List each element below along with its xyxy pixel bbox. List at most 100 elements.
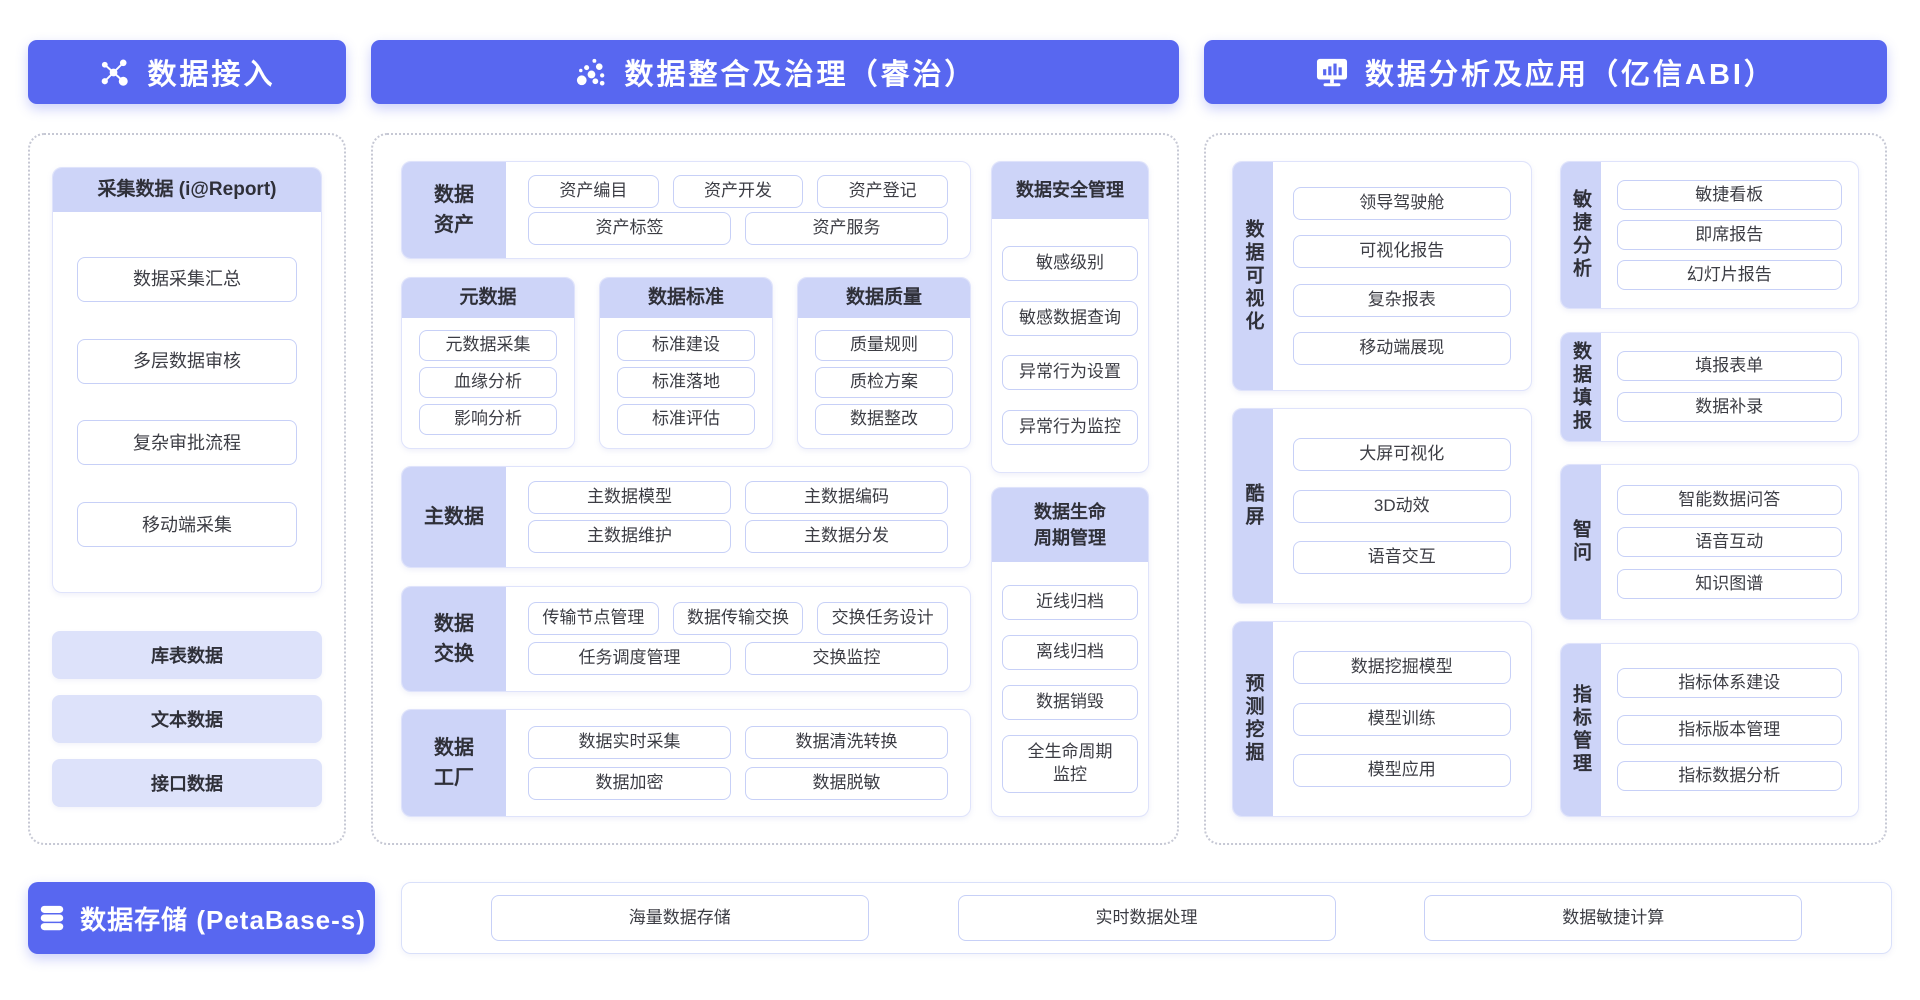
diagram-node: 主数据模型 xyxy=(528,481,731,514)
diagram-node: 移动端采集 xyxy=(77,502,297,548)
diagram-node: 复杂报表 xyxy=(1293,283,1511,317)
header-data-access: 数据接入 xyxy=(28,40,346,104)
diagram-node: 主数据分发 xyxy=(745,520,948,553)
diagram-node: 标准评估 xyxy=(617,403,755,435)
diagram-node: 数据清洗转换 xyxy=(745,726,948,759)
header-data-storage: 数据存储 (PetaBase-s) xyxy=(28,882,375,954)
diagram-node: 指标版本管理 xyxy=(1616,714,1842,745)
diagram-node: 数据补录 xyxy=(1616,391,1842,422)
source-chip: 库表数据 xyxy=(52,631,322,679)
diagram-node: 数据脱敏 xyxy=(745,767,948,800)
group-title: 数据安全管理 xyxy=(992,162,1148,219)
diagram-node: 移动端展现 xyxy=(1293,331,1511,365)
diagram-node: 指标体系建设 xyxy=(1616,668,1842,699)
diagram-node: 敏捷看板 xyxy=(1616,180,1842,210)
monitor-chart-icon xyxy=(1316,58,1348,86)
diagram-node: 主数据编码 xyxy=(745,481,948,514)
ireport-card: 采集数据 (i@Report) 数据采集汇总 多层数据审核 复杂审批流程 移动端… xyxy=(52,167,322,593)
diagram-node: 标准建设 xyxy=(617,330,755,362)
diagram-node: 幻灯片报告 xyxy=(1616,260,1842,290)
data-security-group: 数据安全管理 敏感级别 敏感数据查询 异常行为设置 异常行为监控 xyxy=(991,161,1149,473)
group-label: 数据交换 xyxy=(402,586,506,691)
diagram-node: 3D动效 xyxy=(1293,489,1511,523)
group-title: 元数据 xyxy=(402,277,574,318)
ireport-card-body: 数据采集汇总 多层数据审核 复杂审批流程 移动端采集 xyxy=(53,212,321,592)
source-chip: 接口数据 xyxy=(52,759,322,807)
ireport-card-title: 采集数据 (i@Report) xyxy=(53,168,321,212)
prediction-mining-group: 预测挖掘 数据挖掘模型 模型训练 模型应用 xyxy=(1232,621,1532,817)
group-label: 酷屏 xyxy=(1233,409,1273,603)
diagram-node: 海量数据存储 xyxy=(490,895,869,941)
data-exchange-group: 数据交换 传输节点管理 数据传输交换 交换任务设计 任务调度管理 交换监控 xyxy=(401,585,971,692)
data-quality-group: 数据质量 质量规则 质检方案 数据整改 xyxy=(797,276,971,449)
diagram-node: 指标数据分析 xyxy=(1616,761,1842,792)
data-source-chips: 库表数据 文本数据 接口数据 xyxy=(52,631,322,807)
header-data-governance: 数据整合及治理（睿治） xyxy=(371,40,1179,104)
diagram-node: 多层数据审核 xyxy=(77,338,297,384)
diagram-node: 异常行为设置 xyxy=(1002,355,1138,391)
group-title: 数据生命周期管理 xyxy=(992,488,1148,562)
data-analysis-panel: 数据可视化 领导驾驶舱 可视化报告 复杂报表 移动端展现 酷屏 大屏可视化 3D… xyxy=(1204,133,1887,845)
dot-cluster-icon xyxy=(577,58,605,86)
diagram-node: 数据挖掘模型 xyxy=(1293,650,1511,684)
diagram-node: 敏感数据查询 xyxy=(1002,300,1138,336)
diagram-node: 离线归档 xyxy=(1002,635,1138,670)
governance-trio-row: 元数据 元数据采集 血缘分析 影响分析 数据标准 标准建设 标准落地 标准评估 xyxy=(401,276,971,449)
diagram-node: 数据敏捷计算 xyxy=(1424,895,1803,941)
data-asset-group: 数据资产 资产编目 资产开发 资产登记 资产标签 资产服务 xyxy=(401,161,971,259)
analysis-right-column: 敏捷分析 敏捷看板 即席报告 幻灯片报告 数据填报 填报表单 数据补录 智问 xyxy=(1559,161,1859,817)
diagram-node: 影响分析 xyxy=(419,403,557,435)
data-governance-panel: 数据资产 资产编目 资产开发 资产登记 资产标签 资产服务 xyxy=(371,133,1179,845)
data-factory-group: 数据工厂 数据实时采集 数据清洗转换 数据加密 数据脱敏 xyxy=(401,709,971,817)
group-title: 数据标准 xyxy=(600,277,772,318)
data-standard-group: 数据标准 标准建设 标准落地 标准评估 xyxy=(599,276,773,449)
diagram-node: 资产服务 xyxy=(745,212,948,246)
diagram-node: 资产开发 xyxy=(672,174,804,208)
analysis-left-column: 数据可视化 领导驾驶舱 可视化报告 复杂报表 移动端展现 酷屏 大屏可视化 3D… xyxy=(1232,161,1532,817)
diagram-node: 数据加密 xyxy=(528,767,731,800)
master-data-group: 主数据 主数据模型 主数据编码 主数据维护 主数据分发 xyxy=(401,466,971,568)
group-label: 敏捷分析 xyxy=(1560,162,1601,308)
header-label: 数据整合及治理（睿治） xyxy=(624,59,977,91)
diagram-node: 数据传输交换 xyxy=(672,601,804,635)
diagram-node: 全生命周期监控 xyxy=(1002,735,1138,793)
diagram-node: 近线归档 xyxy=(1002,585,1138,620)
indicator-management-group: 指标管理 指标体系建设 指标版本管理 指标数据分析 xyxy=(1559,642,1859,817)
smart-qa-group: 智问 智能数据问答 语音互动 知识图谱 xyxy=(1559,464,1859,621)
visualization-group: 数据可视化 领导驾驶舱 可视化报告 复杂报表 移动端展现 xyxy=(1232,161,1532,391)
diagram-node: 填报表单 xyxy=(1616,351,1842,382)
diagram-node: 模型训练 xyxy=(1293,702,1511,736)
diagram-node: 语音互动 xyxy=(1616,527,1842,558)
group-label: 数据可视化 xyxy=(1233,162,1273,390)
group-title: 数据质量 xyxy=(798,277,970,318)
diagram-node: 交换监控 xyxy=(745,642,948,676)
diagram-node: 元数据采集 xyxy=(419,330,557,362)
diagram-node: 数据整改 xyxy=(815,403,953,435)
group-label: 预测挖掘 xyxy=(1233,622,1273,816)
data-access-panel: 采集数据 (i@Report) 数据采集汇总 多层数据审核 复杂审批流程 移动端… xyxy=(28,133,346,845)
group-label: 主数据 xyxy=(402,467,506,567)
header-label: 数据分析及应用（亿信ABI） xyxy=(1365,59,1776,91)
diagram-node: 资产编目 xyxy=(528,174,659,208)
diagram-node: 语音交互 xyxy=(1293,541,1511,575)
diagram-node: 实时数据处理 xyxy=(957,895,1336,941)
diagram-node: 敏感级别 xyxy=(1002,246,1138,282)
diagram-node: 交换任务设计 xyxy=(817,601,949,635)
governance-right-column: 数据安全管理 敏感级别 敏感数据查询 异常行为设置 异常行为监控 数据生命周期管… xyxy=(991,161,1149,817)
diagram-node: 模型应用 xyxy=(1293,754,1511,788)
data-lifecycle-group: 数据生命周期管理 近线归档 离线归档 数据销毁 全生命周期监控 xyxy=(991,487,1149,817)
diagram-node: 数据实时采集 xyxy=(528,726,731,759)
cool-screen-group: 酷屏 大屏可视化 3D动效 语音交互 xyxy=(1232,408,1532,604)
diagram-node: 可视化报告 xyxy=(1293,235,1511,269)
governance-left-column: 数据资产 资产编目 资产开发 资产登记 资产标签 资产服务 xyxy=(401,161,971,817)
storage-row: 数据存储 (PetaBase-s) 海量数据存储 实时数据处理 数据敏捷计算 xyxy=(28,882,1892,954)
diagram-node: 任务调度管理 xyxy=(528,642,731,676)
diagram-node: 血缘分析 xyxy=(419,367,557,398)
header-data-analysis: 数据分析及应用（亿信ABI） xyxy=(1204,40,1887,104)
header-label: 数据接入 xyxy=(147,59,276,91)
diagram-node: 知识图谱 xyxy=(1616,569,1842,600)
diagram-node: 智能数据问答 xyxy=(1616,485,1842,516)
diagram-node: 传输节点管理 xyxy=(528,601,659,635)
diagram-node: 即席报告 xyxy=(1616,220,1842,250)
